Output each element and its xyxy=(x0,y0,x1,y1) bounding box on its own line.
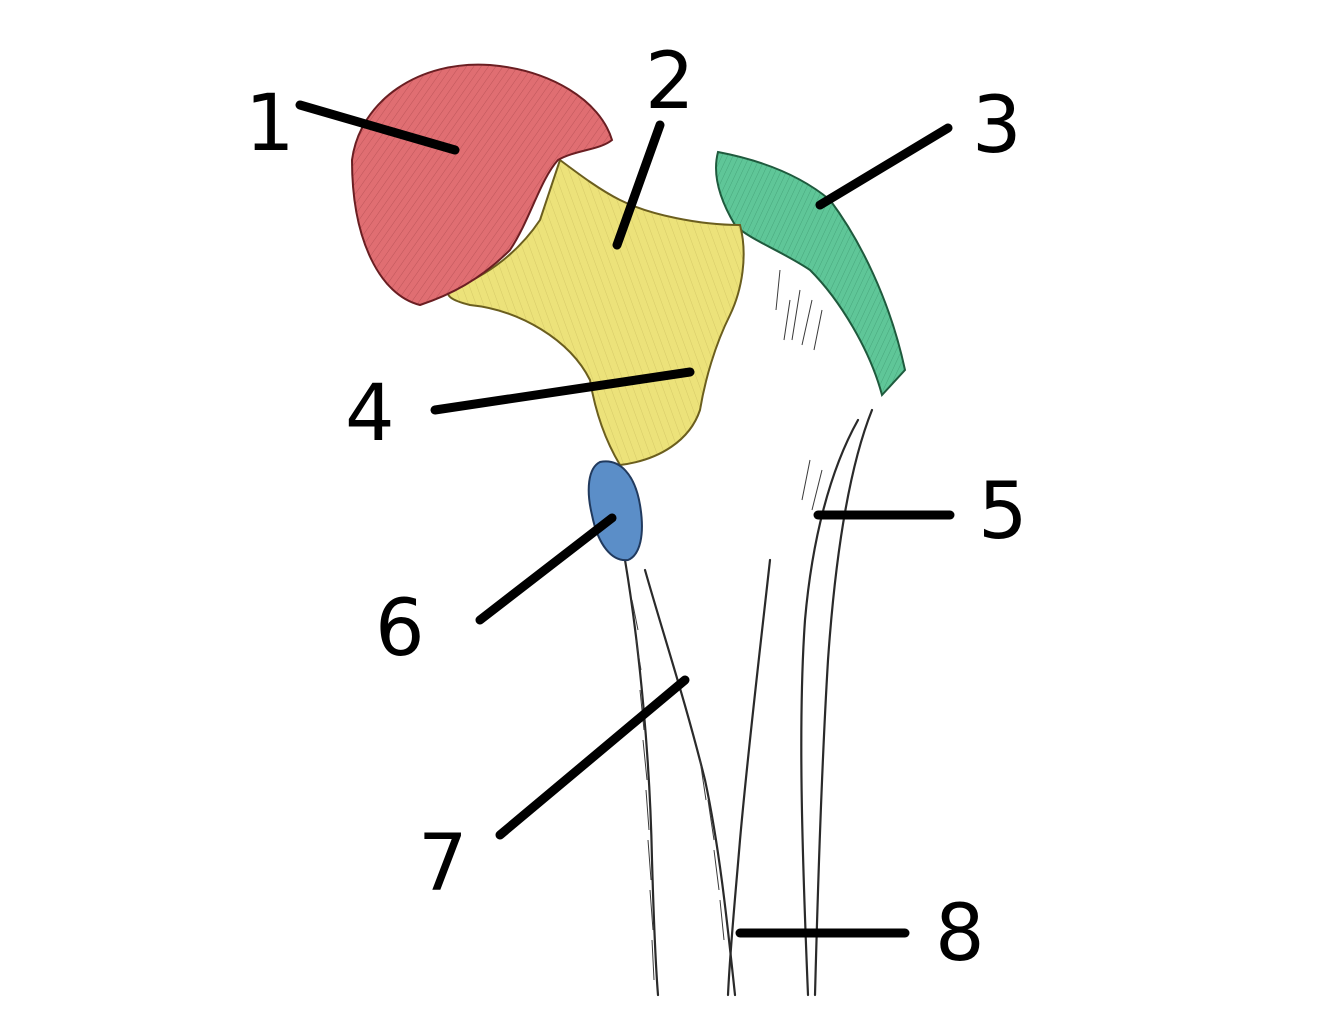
label-6: 6 xyxy=(375,584,425,674)
label-8: 8 xyxy=(935,889,985,979)
leader-6 xyxy=(480,518,612,620)
label-1: 1 xyxy=(245,79,295,169)
label-4: 4 xyxy=(345,369,395,459)
label-7: 7 xyxy=(418,819,468,909)
leader-3 xyxy=(820,128,948,205)
label-5: 5 xyxy=(978,467,1028,557)
label-2: 2 xyxy=(645,37,695,127)
label-3: 3 xyxy=(972,81,1022,171)
